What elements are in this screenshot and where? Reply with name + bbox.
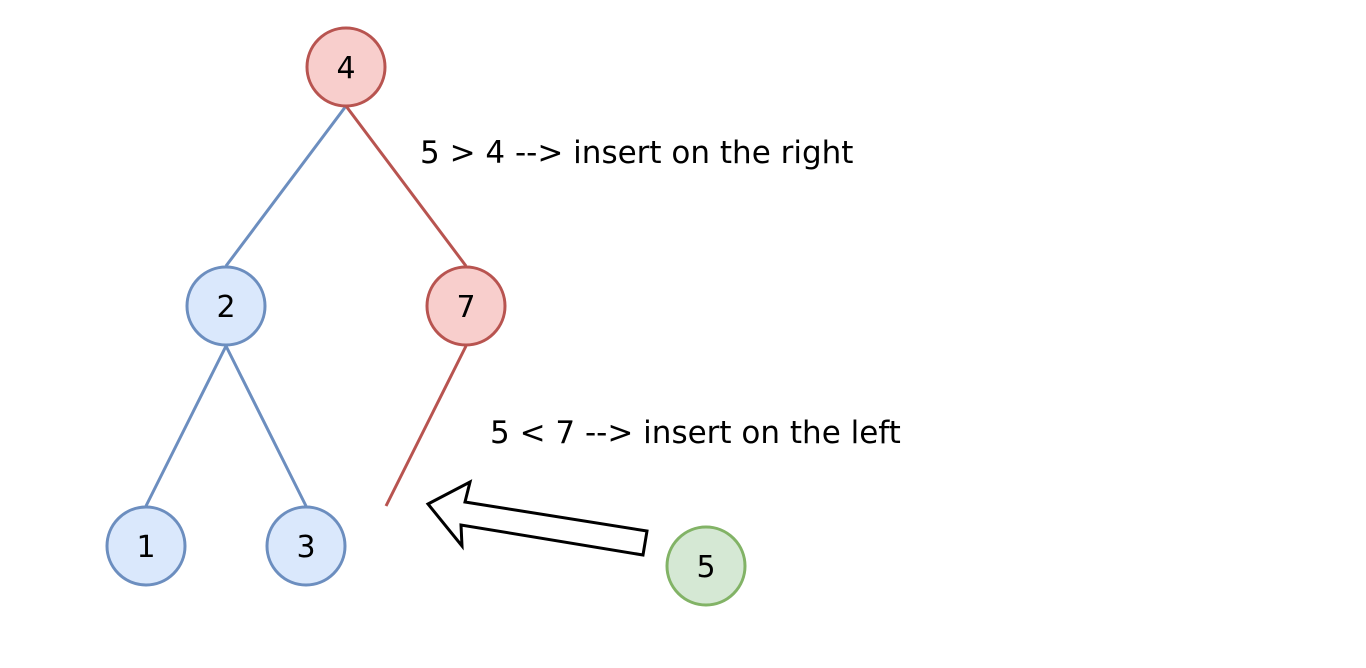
- insert-arrow: [425, 479, 649, 557]
- edge-4-to-2: [224, 105, 348, 267]
- annotation-step-1: 5 > 4 --> insert on the right: [420, 135, 853, 171]
- annotation-step-2: 5 < 7 --> insert on the left: [490, 415, 901, 451]
- node-2-circle: [185, 265, 267, 347]
- edge-2-to-3: [224, 345, 308, 507]
- node-5-label: 5: [696, 550, 715, 585]
- node-4-label: 4: [336, 51, 355, 86]
- node-1-label: 1: [136, 530, 155, 565]
- node-4: 4: [305, 26, 387, 108]
- edge-7-to-empty-left: [384, 345, 468, 507]
- edge-2-to-1: [144, 345, 228, 507]
- node-4-circle: [305, 26, 387, 108]
- node-5-circle: [665, 525, 747, 607]
- node-3-circle: [265, 505, 347, 587]
- node-1-circle: [105, 505, 187, 587]
- node-2: 2: [185, 265, 267, 347]
- node-7: 7: [425, 265, 507, 347]
- node-2-label: 2: [216, 290, 235, 325]
- node-7-circle: [425, 265, 507, 347]
- node-1: 1: [105, 505, 187, 587]
- node-7-label: 7: [456, 290, 475, 325]
- node-5-new: 5: [665, 525, 747, 607]
- edge-4-to-7: [344, 105, 468, 267]
- node-3: 3: [265, 505, 347, 587]
- node-3-label: 3: [296, 530, 315, 565]
